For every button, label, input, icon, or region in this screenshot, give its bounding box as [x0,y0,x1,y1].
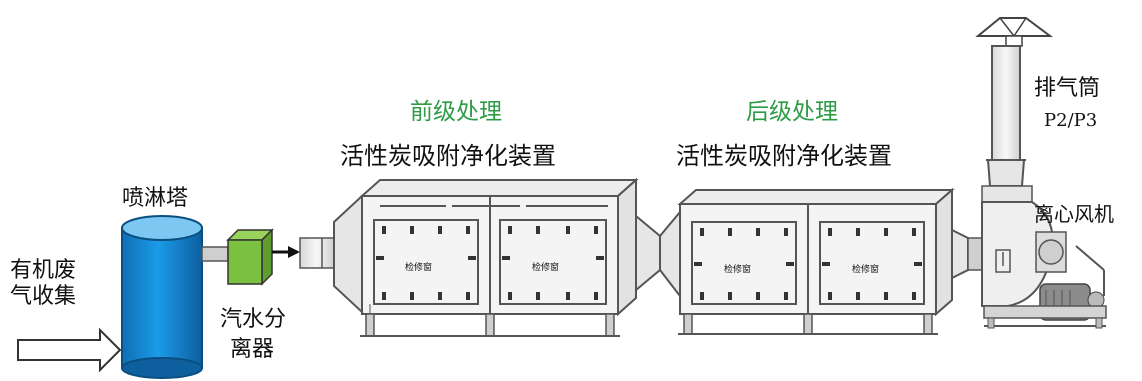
separator-label-line-1: 汽水分 [220,307,287,332]
outlet-duct [951,228,983,280]
intake-arrow [17,327,122,373]
flow-arrow [272,246,300,258]
separator-label-line-2: 离器 [230,337,275,362]
front-stage-subtitle: 活性炭吸附净化装置 [340,142,556,170]
rear-carbon-unit [677,187,955,335]
inspection-window-label: 检修窗 [724,265,752,275]
rear-stage-subtitle: 活性炭吸附净化装置 [676,142,892,170]
intake-label-line-2: 气收集 [10,284,77,309]
exhaust-stack-label: 排气筒 [1034,76,1101,101]
separator-label: 汽水分 离器 [220,305,286,365]
water-separator [226,228,274,286]
connecting-hood [635,209,681,299]
inlet-duct [299,237,335,269]
front-carbon-unit [333,177,639,337]
pipe-tower-to-separator [201,246,229,262]
centrifugal-fan [981,185,1107,329]
intake-label-line-1: 有机废 [10,258,77,283]
rear-stage-title: 后级处理 [746,99,838,125]
centrifugal-fan-label: 离心风机 [1034,202,1114,226]
intake-label: 有机废 气收集 [10,258,76,310]
inspection-window-label: 检修窗 [532,263,560,273]
exhaust-stack [975,17,1053,187]
exhaust-stack-code: P2/P3 [1044,110,1098,131]
inspection-window-label: 检修窗 [852,265,880,275]
spray-tower-label: 喷淋塔 [122,186,189,211]
front-stage-title: 前级处理 [410,99,502,125]
spray-tower [121,215,203,379]
inspection-window-label: 检修窗 [405,263,433,273]
